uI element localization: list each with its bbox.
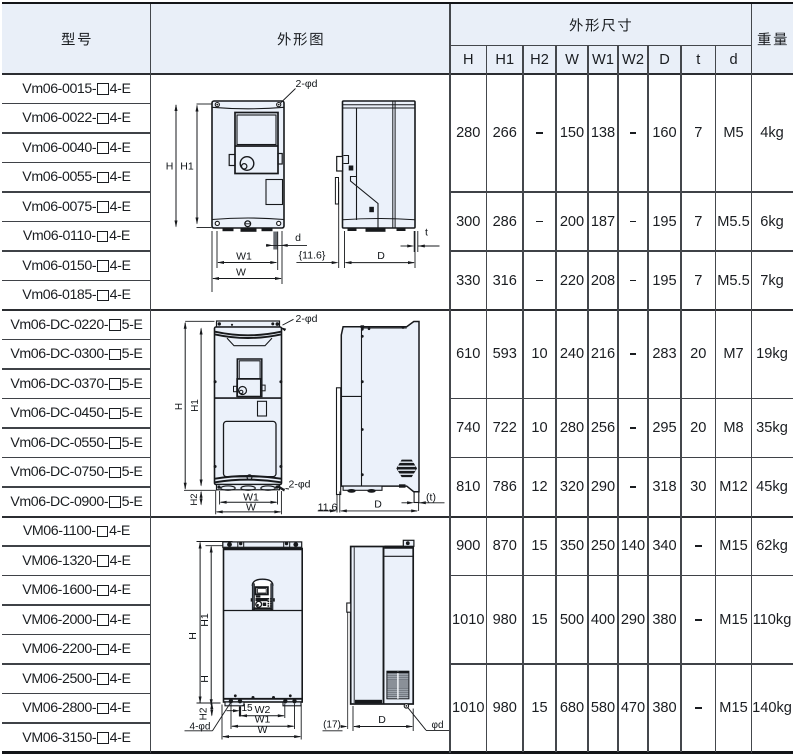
svg-text:W1: W1 bbox=[254, 714, 270, 726]
svg-text:2-φd: 2-φd bbox=[295, 313, 317, 325]
svg-text:H: H bbox=[165, 161, 173, 173]
svg-text:D: D bbox=[377, 250, 385, 262]
svg-text:H: H bbox=[173, 402, 184, 409]
svg-text:W2: W2 bbox=[254, 704, 270, 716]
svg-text:W1: W1 bbox=[236, 251, 252, 263]
svg-text:2-φd: 2-φd bbox=[288, 478, 310, 490]
svg-text:d: d bbox=[295, 232, 301, 244]
svg-text:φd: φd bbox=[431, 720, 443, 731]
svg-text:t: t bbox=[425, 227, 428, 239]
svg-text:2-φd: 2-φd bbox=[295, 78, 317, 90]
svg-text:{11.6}: {11.6} bbox=[298, 250, 325, 262]
svg-text:4-φd: 4-φd bbox=[189, 722, 210, 733]
svg-text:H1: H1 bbox=[198, 613, 210, 627]
svg-text:W1: W1 bbox=[243, 491, 259, 503]
svg-text:D: D bbox=[374, 498, 382, 510]
svg-text:W: W bbox=[257, 724, 267, 736]
svg-text:H2: H2 bbox=[188, 493, 199, 505]
svg-text:H: H bbox=[187, 632, 199, 640]
svg-text:H1: H1 bbox=[180, 161, 194, 173]
svg-text:H: H bbox=[198, 675, 210, 683]
svg-text:D: D bbox=[378, 714, 386, 726]
svg-text:H1: H1 bbox=[189, 398, 200, 411]
svg-text:(t): (t) bbox=[426, 491, 436, 503]
svg-text:11.6: 11.6 bbox=[317, 501, 337, 513]
svg-text:15: 15 bbox=[241, 703, 253, 714]
svg-text:W: W bbox=[236, 267, 246, 279]
svg-text:H2: H2 bbox=[198, 707, 209, 720]
svg-text:W: W bbox=[246, 501, 256, 513]
svg-text:(17): (17) bbox=[323, 720, 341, 731]
